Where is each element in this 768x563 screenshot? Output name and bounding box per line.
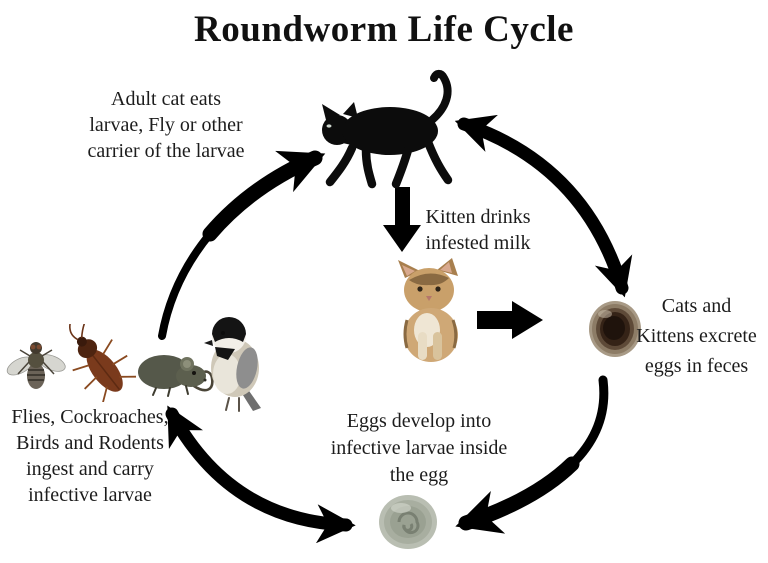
bird-bib — [215, 347, 235, 360]
roach-head — [76, 336, 87, 347]
kitten-eye — [435, 286, 441, 292]
cat-leg — [423, 137, 453, 185]
caption-eggs-develop: Eggs develop into infective larvae insid… — [308, 408, 530, 489]
caption-line: carrier of the larvae — [87, 140, 245, 162]
arc-cat-and-egg-in-feces — [454, 114, 633, 298]
caption-line: larvae, Fly or other — [89, 114, 243, 136]
larvated-egg-image — [379, 495, 437, 549]
page-title: Roundworm Life Cycle — [194, 9, 574, 50]
rodent-image — [138, 355, 214, 397]
larva-coil — [397, 511, 420, 535]
caption-line: Flies, Cockroaches, — [11, 406, 169, 428]
caption-line: infective larvae inside — [330, 437, 508, 459]
caption-line: Cats and — [661, 295, 732, 317]
bird-eye — [221, 331, 225, 335]
caption-cats-excrete-eggs: Cats and Kittens excrete eggs in feces — [625, 291, 768, 381]
bird-beak-icon — [204, 340, 213, 346]
bird-cap — [212, 317, 246, 342]
cat-leg — [361, 145, 377, 189]
caption-line: the egg — [389, 464, 449, 486]
arrow-kitten-to-feces-egg — [477, 301, 543, 339]
bird-image — [204, 317, 261, 412]
mouse-head — [176, 365, 206, 387]
caption-line: Adult cat eats — [111, 88, 221, 110]
arrow-cat-to-kitten — [383, 187, 421, 252]
cat-leg — [325, 143, 357, 187]
mouse-body — [138, 355, 190, 389]
kitten-image — [398, 258, 458, 362]
arc-larvated-egg-and-carriers — [165, 405, 356, 544]
caption-kitten-drinks-milk: Kitten drinks infested milk — [417, 204, 539, 256]
fly-thorax — [28, 352, 44, 368]
caption-adult-cat-eats: Adult cat eats larvae, Fly or other carr… — [56, 86, 276, 164]
arc-carriers-to-cat — [158, 150, 326, 340]
adult-cat-image — [322, 69, 453, 189]
fly-image — [6, 342, 66, 389]
mouse-eye — [192, 371, 196, 375]
kitten-nose-icon — [426, 296, 432, 301]
caption-line: infective larvae — [28, 484, 152, 506]
caption-line: eggs in feces — [644, 355, 749, 377]
cockroach-image — [69, 324, 137, 402]
arc-feces-egg-to-larvated-egg — [455, 375, 609, 534]
caption-line: infested milk — [425, 232, 531, 254]
cat-leg — [391, 145, 413, 189]
bird-wing — [236, 347, 258, 389]
cat-eye — [326, 124, 332, 128]
caption-line: Kitten drinks — [425, 206, 531, 228]
feces-egg-image — [589, 301, 641, 357]
caption-line: ingest and carry — [26, 458, 154, 480]
cat-ear-icon — [343, 102, 358, 118]
caption-line: Eggs develop into — [346, 410, 492, 432]
cat-tail — [428, 69, 452, 124]
kitten-eye — [417, 286, 423, 292]
mouse-tail — [192, 370, 214, 392]
cat-body — [342, 107, 438, 155]
caption-carriers-ingest: Flies, Cockroaches, Birds and Rodents in… — [0, 404, 180, 508]
caption-line: Kittens excrete — [636, 325, 757, 347]
caption-line: Birds and Rodents — [16, 432, 164, 454]
